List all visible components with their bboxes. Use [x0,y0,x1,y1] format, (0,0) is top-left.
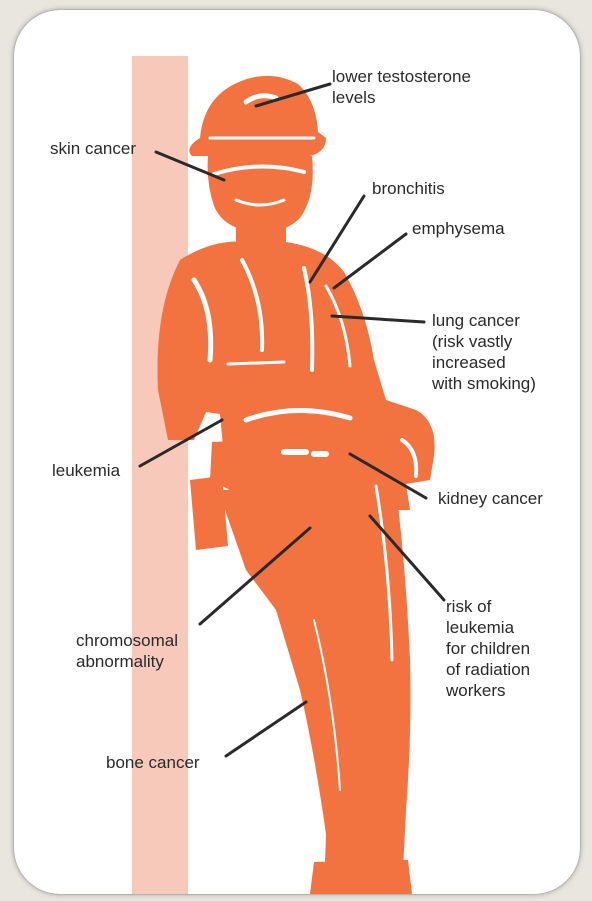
leader-bone-cancer [226,702,306,756]
label-bone-cancer: bone cancer [106,752,200,773]
label-skin-cancer: skin cancer [50,138,136,159]
label-emphysema: emphysema [412,218,505,239]
label-lung-cancer: lung cancer (risk vastly increased with … [432,310,536,394]
label-bronchitis: bronchitis [372,178,445,199]
label-risk-of-leukemia-children: risk of leukemia for children of radiati… [446,596,530,701]
legs [218,488,411,890]
leader-emphysema [334,234,406,288]
hard-hat [189,76,326,156]
diagram-card: lower testosterone levels skin cancer br… [14,10,580,894]
label-kidney-cancer: kidney cancer [438,488,543,509]
label-leukemia: leukemia [52,460,120,481]
tool-pouch [190,476,228,550]
belt [210,434,402,496]
label-lower-testosterone: lower testosterone levels [332,66,471,108]
boot [310,860,412,894]
label-chromosomal-abnormality: chromosomal abnormality [76,630,178,672]
